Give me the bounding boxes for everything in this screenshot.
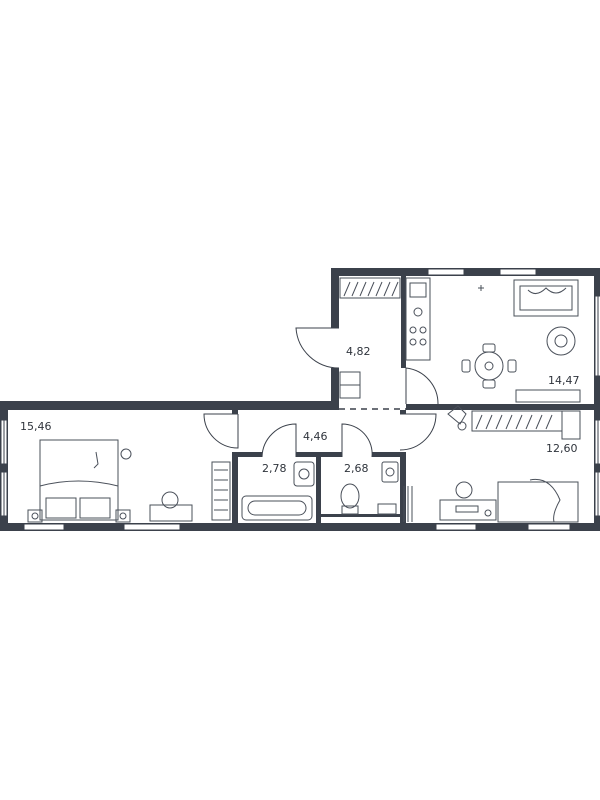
area-living-kitchen: 14,47 [548, 374, 580, 387]
area-bedroom-right: 12,60 [546, 442, 578, 455]
area-bathroom: 2,78 [262, 462, 287, 475]
area-corridor: 4,46 [303, 430, 328, 443]
outer-walls [0, 268, 600, 531]
area-bedroom-left: 15,46 [20, 420, 52, 433]
area-entry-hall: 4,82 [346, 345, 371, 358]
windows [0, 268, 600, 531]
kitchen-furniture [405, 277, 581, 431]
hall-furniture [339, 277, 401, 399]
room-labels: 14,47 4,82 15,46 4,46 2,78 2,68 12,60 [20, 345, 580, 475]
toilet-fixtures [340, 461, 399, 515]
bathroom-fixtures [241, 461, 315, 521]
area-toilet: 2,68 [344, 462, 369, 475]
bedroom-right-furniture [403, 410, 581, 523]
interior-walls [232, 276, 594, 523]
bedroom-left-furniture [27, 439, 231, 523]
doors [203, 327, 439, 458]
